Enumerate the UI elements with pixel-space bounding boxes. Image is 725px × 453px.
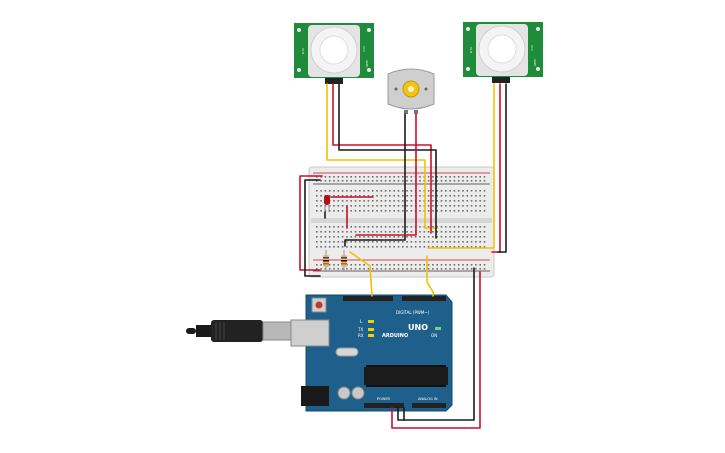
l-led-icon (368, 320, 374, 323)
breadboard[interactable] (308, 166, 495, 278)
wire-yellow[interactable] (349, 251, 373, 297)
wire-red[interactable] (299, 175, 323, 271)
digital-header-right[interactable] (402, 296, 446, 301)
pir-right-label-out: OUT (469, 47, 473, 54)
wire-black[interactable] (397, 267, 475, 421)
wire-black[interactable] (344, 113, 406, 247)
capacitor (351, 386, 365, 400)
wire-red[interactable] (332, 83, 432, 234)
digital-label: DIGITAL (PWM~) (396, 310, 430, 315)
wire-black[interactable] (497, 83, 507, 253)
red-led[interactable] (324, 195, 330, 212)
dc-power-jack[interactable] (301, 386, 329, 406)
pir-left-label-gnd: GND (365, 60, 369, 68)
arduino-model: UNO (408, 323, 428, 332)
wire-red[interactable] (355, 113, 417, 236)
wire-yellow[interactable] (427, 83, 495, 249)
wire-yellow[interactable] (426, 255, 434, 297)
analog-header[interactable] (412, 403, 446, 408)
pir-left-label-vcc: VCC (362, 46, 366, 52)
dc-motor[interactable] (387, 68, 435, 114)
reset-button-cap (315, 301, 323, 309)
rx-label: RX (358, 333, 364, 338)
power-header[interactable] (364, 403, 404, 408)
capacitor (337, 386, 351, 400)
wire-yellow[interactable] (326, 83, 438, 229)
analog-label: ANALOG IN (418, 397, 438, 401)
pir-sensor-left[interactable]: OUT VCC GND (294, 23, 374, 84)
pir-left-label-out: OUT (301, 48, 305, 55)
usb-cable[interactable] (186, 320, 292, 342)
rx-led-icon (368, 334, 374, 337)
on-label: ON (431, 333, 437, 338)
wire-black[interactable] (338, 83, 437, 239)
digital-header-left[interactable] (343, 296, 393, 301)
on-led-icon (435, 327, 441, 330)
tx-led-icon (368, 328, 374, 331)
resistor[interactable] (341, 250, 347, 272)
pir-right-label-vcc: VCC (530, 45, 534, 51)
usb-b-port[interactable] (290, 319, 330, 347)
pir-sensor-right[interactable]: OUT VCC GND (463, 22, 543, 83)
power-label: POWER (377, 397, 391, 401)
arduino-brand: ARDUINO (382, 333, 408, 339)
atmega-chip (364, 367, 448, 385)
resistor[interactable] (323, 250, 329, 272)
wire-black[interactable] (304, 179, 321, 277)
crystal-oscillator (335, 347, 359, 357)
pir-right-label-gnd: GND (533, 59, 537, 67)
arduino-uno-board[interactable]: L TX RX ON ARDUINO UNO DIGITAL (PWM~) PO… (290, 294, 453, 412)
tx-label: TX (357, 327, 363, 332)
wire-red[interactable] (391, 271, 481, 429)
l-label: L (360, 319, 363, 324)
